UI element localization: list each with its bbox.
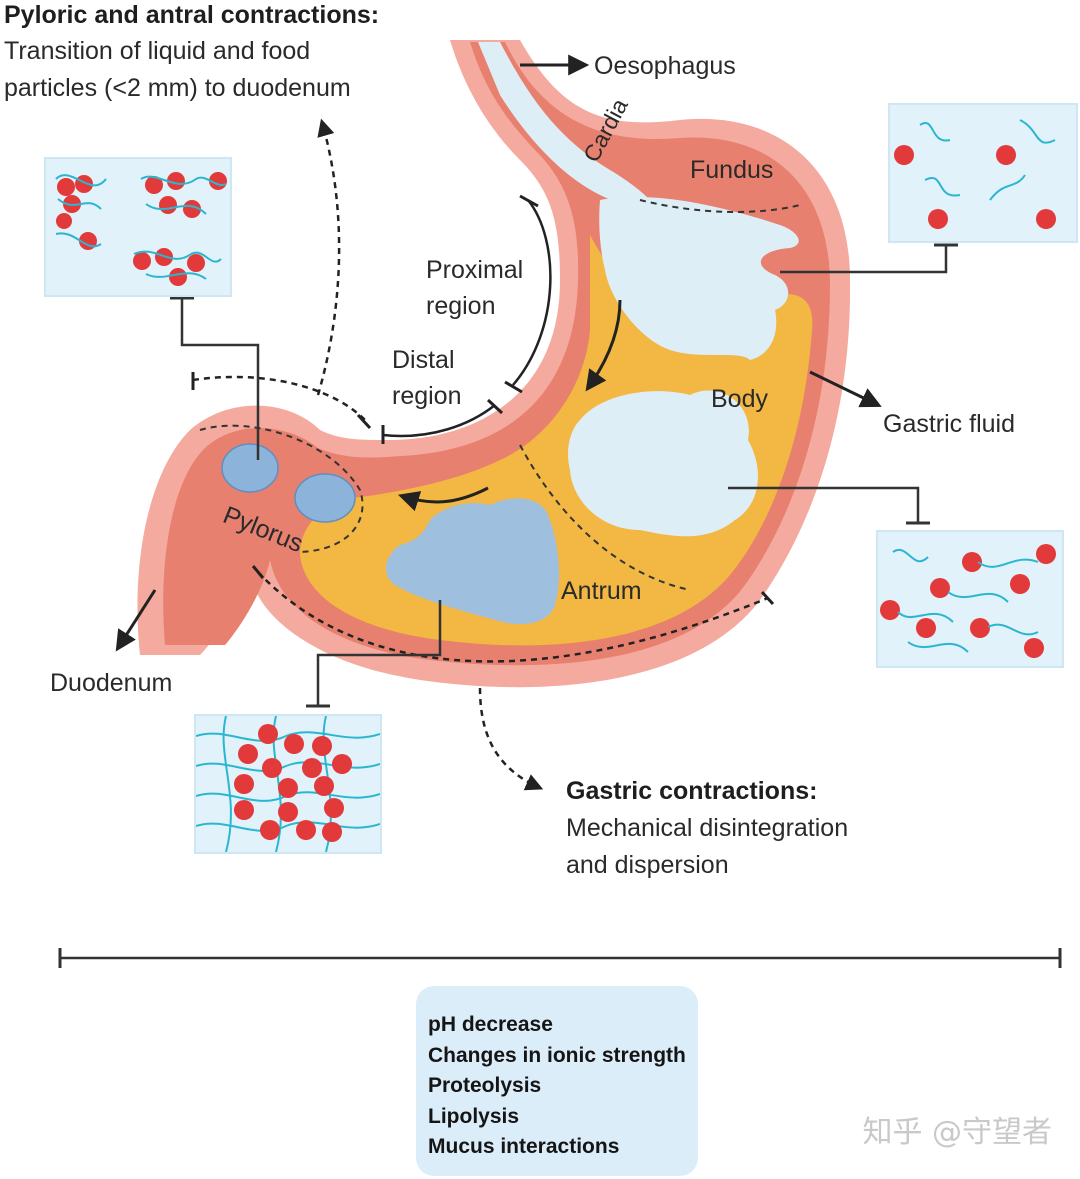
gastric-fluid-label: Gastric fluid [883, 410, 1015, 438]
summary-item: Mucus interactions [428, 1135, 620, 1158]
oesophagus-fluid [478, 42, 660, 212]
inset-box-gastric-fluid [888, 103, 1078, 243]
duodenum-label: Duodenum [50, 669, 173, 697]
dense-network-graphic [195, 715, 381, 853]
fundus-label: Fundus [690, 156, 774, 184]
gastric-fluid-body [599, 196, 799, 360]
body-label: Body [711, 385, 768, 413]
oesophagus-label: Oesophagus [594, 52, 736, 80]
proximal-label-1: Proximal [426, 256, 524, 284]
pylorus-particles [221, 443, 356, 523]
pyloric-title: Pyloric and antral contractions: [4, 1, 380, 29]
distal-label-2: region [392, 382, 462, 410]
watermark: 知乎 @守望者 [862, 1115, 1052, 1150]
gastric-solid-body [568, 390, 758, 537]
antrum-block [385, 498, 560, 625]
conditions-summary-box: pH decrease Changes in ionic strength Pr… [416, 986, 698, 1176]
summary-item: Lipolysis [428, 1104, 520, 1128]
dispersed-droplets-graphic [894, 119, 1056, 229]
pyloric-line-1: Transition of liquid and food [4, 37, 311, 65]
partial-network-graphic [880, 544, 1056, 658]
gastric-contractions-line-2: and dispersion [566, 851, 729, 879]
distal-label-1: Distal [392, 346, 455, 374]
summary-item: Proteolysis [428, 1074, 542, 1097]
summary-item: Changes in ionic strength [428, 1043, 686, 1067]
gastric-contractions-title: Gastric contractions: [566, 777, 818, 805]
inset-box-antrum [194, 714, 382, 854]
proximal-label-2: region [426, 292, 496, 320]
inset-box-aggregated [44, 157, 232, 297]
antrum-label: Antrum [561, 577, 642, 605]
summary-item: pH decrease [428, 1013, 553, 1036]
pyloric-line-2: particles (<2 mm) to duodenum [4, 74, 351, 102]
inset-box-body [876, 530, 1064, 668]
gastric-contractions-line-1: Mechanical disintegration [566, 814, 849, 842]
aggregated-droplets-graphic [55, 172, 227, 286]
